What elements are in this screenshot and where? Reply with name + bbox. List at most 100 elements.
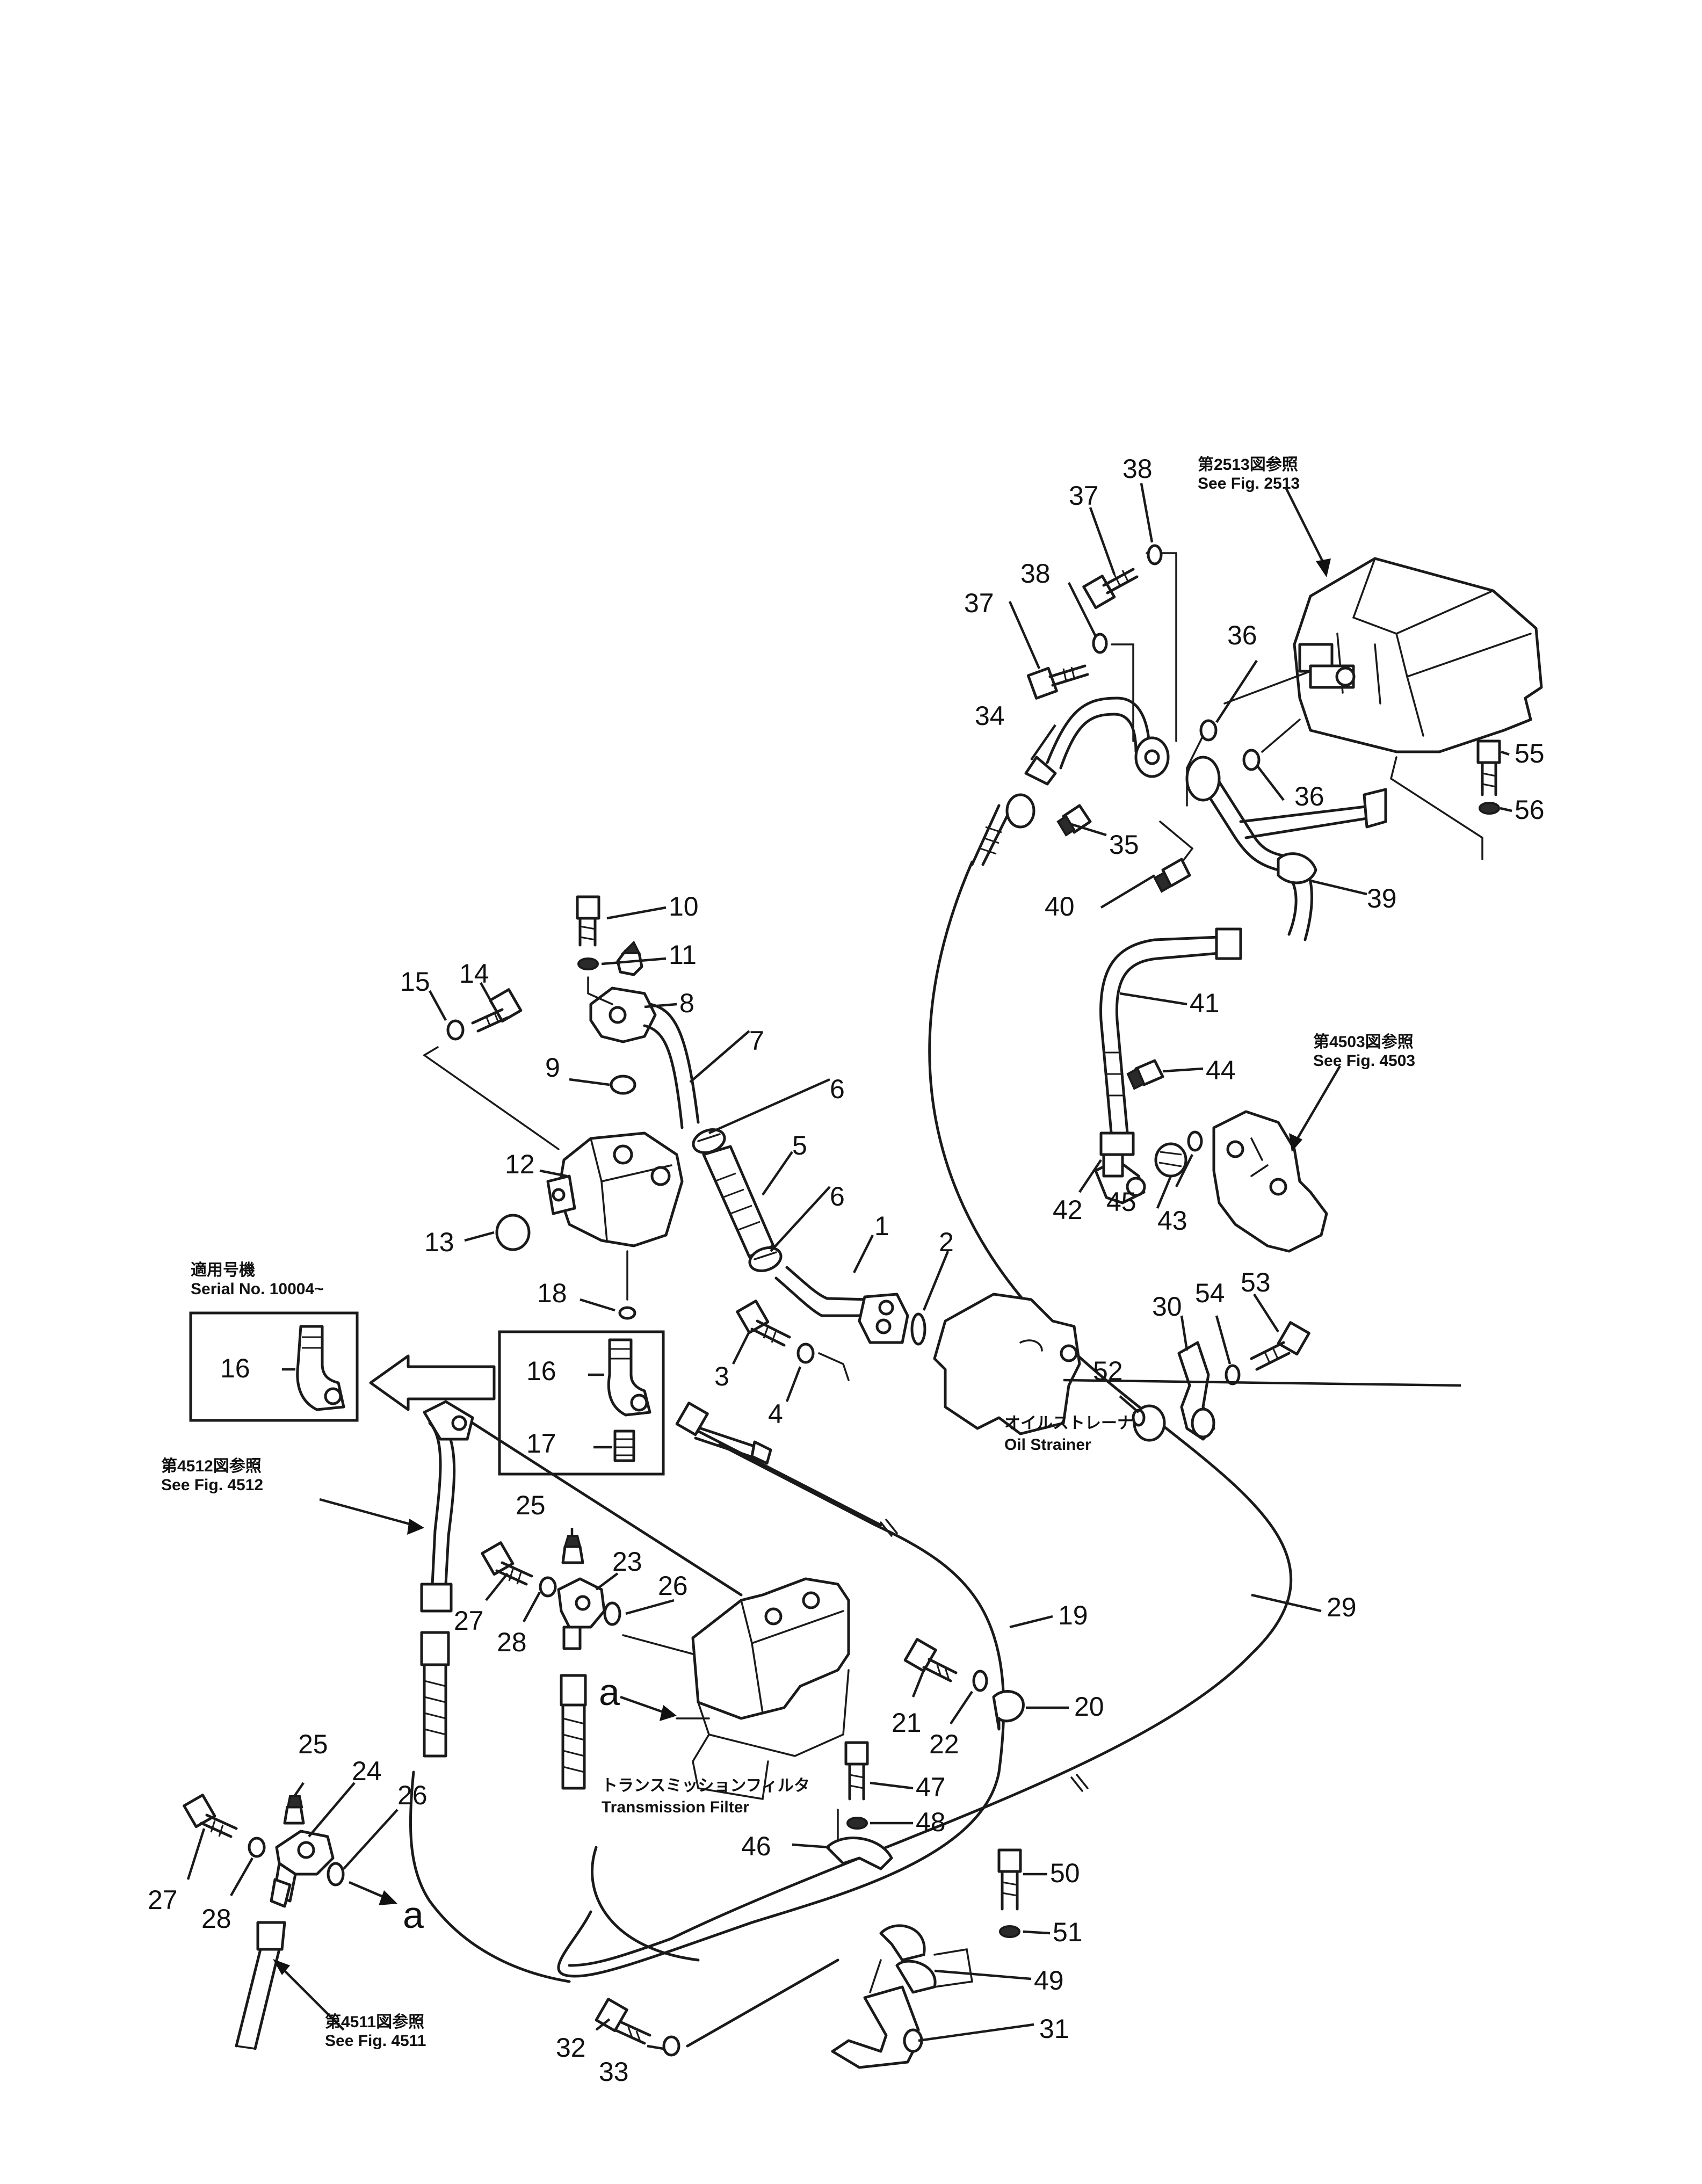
leader-36b xyxy=(1223,670,1312,705)
label-35: 35 xyxy=(1109,830,1139,860)
label-40: 40 xyxy=(1045,891,1075,922)
washer-51 xyxy=(999,1925,1020,1938)
bolt-53 xyxy=(1250,1321,1310,1371)
label-18: 18 xyxy=(537,1278,567,1308)
label-26b: 26 xyxy=(397,1780,428,1810)
serial-en: Serial No. 10004~ xyxy=(191,1280,324,1298)
leader-55-dash xyxy=(1389,756,1483,860)
label-55: 55 xyxy=(1515,738,1545,768)
bolt-50 xyxy=(997,1848,1022,1911)
valve-body-4503 xyxy=(1212,1110,1328,1253)
washer-54 xyxy=(1225,1364,1241,1385)
fig4512-arrow xyxy=(319,1498,414,1527)
label-52: 52 xyxy=(1093,1356,1123,1386)
leader-38b-dash xyxy=(1111,643,1134,742)
oil-strainer-jp: オイルストレーナ xyxy=(1004,1414,1133,1432)
hose-5 xyxy=(702,1145,775,1258)
serial-arrow xyxy=(369,1354,496,1411)
label-30: 30 xyxy=(1152,1291,1182,1322)
fitting-8 xyxy=(616,940,643,976)
fig4503-en: See Fig. 4503 xyxy=(1313,1052,1415,1070)
filter-link-4512 xyxy=(471,1421,743,1597)
marker-a-lower: a xyxy=(403,1894,424,1936)
bolt-37-upper xyxy=(1082,568,1139,610)
label-25a: 25 xyxy=(516,1490,546,1520)
label-14: 14 xyxy=(459,959,489,989)
arrowhead-a-lower xyxy=(379,1890,397,1905)
label-54: 54 xyxy=(1195,1278,1225,1308)
bolt-27-upper xyxy=(481,1541,533,1586)
label-31: 31 xyxy=(1039,2014,1069,2044)
fitting-44 xyxy=(1126,1059,1164,1090)
bolt-3 xyxy=(736,1300,791,1347)
washer-28-upper xyxy=(539,1576,557,1598)
oring-18 xyxy=(618,1306,636,1320)
label-5: 5 xyxy=(792,1130,807,1160)
serial-jp: 適用号機 xyxy=(191,1261,255,1279)
bolt-14 xyxy=(471,988,523,1033)
washer-33 xyxy=(662,2035,680,2057)
oring-36-b xyxy=(1242,749,1261,771)
label-9: 9 xyxy=(545,1053,560,1083)
bolt-21 xyxy=(903,1638,958,1682)
trans-filter-en: Transmission Filter xyxy=(602,1798,749,1816)
tube-4511 xyxy=(235,1921,286,2050)
label-16a: 16 xyxy=(220,1353,250,1383)
bolt-37-lower xyxy=(1026,664,1089,700)
fig4512-en: See Fig. 4512 xyxy=(161,1476,263,1494)
label-48: 48 xyxy=(916,1807,946,1837)
label-39: 39 xyxy=(1367,883,1397,913)
label-15: 15 xyxy=(400,967,430,997)
label-53: 53 xyxy=(1241,1267,1271,1297)
arrow-a-filter xyxy=(620,1695,667,1715)
fitting-25-bottom xyxy=(283,1795,305,1825)
bolt-55 xyxy=(1476,739,1501,796)
filter-dash xyxy=(622,1634,694,1655)
break-mark-2 xyxy=(1070,1774,1089,1792)
clamp-6-upper xyxy=(692,1128,726,1154)
label-6b: 6 xyxy=(830,1074,845,1104)
washer-38-upper xyxy=(1147,544,1163,565)
elbow-24 xyxy=(270,1830,335,1908)
label-46: 46 xyxy=(741,1831,771,1861)
tee-42 xyxy=(1094,1153,1146,1205)
oring-9 xyxy=(610,1075,636,1095)
clamp-46 xyxy=(825,1837,893,1870)
current-box xyxy=(498,1330,665,1476)
label-41: 41 xyxy=(1190,988,1220,1018)
pipe-1 xyxy=(774,1266,909,1344)
oring-43 xyxy=(1187,1130,1203,1152)
label-23: 23 xyxy=(612,1547,642,1577)
tube-4512 xyxy=(420,1400,474,1613)
label-45: 45 xyxy=(1106,1187,1136,1217)
transmission-filter xyxy=(676,1577,850,1801)
fig4503-arrow xyxy=(1293,1065,1341,1145)
label-19: 19 xyxy=(1058,1600,1088,1630)
label-6: 6 xyxy=(830,1181,845,1211)
label-34: 34 xyxy=(975,701,1005,731)
arrow-a-lower xyxy=(349,1881,387,1900)
label-11: 11 xyxy=(669,940,697,970)
leader-4-bracket xyxy=(818,1352,850,1381)
gasket-2 xyxy=(910,1312,926,1346)
label-37a: 37 xyxy=(1069,481,1099,511)
label-25b: 25 xyxy=(298,1729,328,1759)
washer-38-lower xyxy=(1092,633,1108,654)
bolt-27-lower xyxy=(183,1794,238,1838)
hose-left xyxy=(420,1631,450,1758)
label-28b: 28 xyxy=(201,1904,231,1934)
leader-36c xyxy=(1261,719,1301,753)
oring-13 xyxy=(495,1214,531,1251)
label-27b: 27 xyxy=(148,1885,178,1915)
arrowhead-a-filter xyxy=(660,1705,677,1721)
label-38b: 38 xyxy=(1020,558,1051,589)
label-44: 44 xyxy=(1206,1055,1236,1085)
label-3: 3 xyxy=(714,1361,729,1391)
label-49: 49 xyxy=(1034,1965,1064,1996)
washer-56 xyxy=(1479,802,1500,815)
fitting-25-top xyxy=(561,1535,584,1564)
oil-strainer xyxy=(933,1293,1081,1435)
washer-28-lower xyxy=(248,1837,266,1858)
fitting-35 xyxy=(1056,804,1092,837)
